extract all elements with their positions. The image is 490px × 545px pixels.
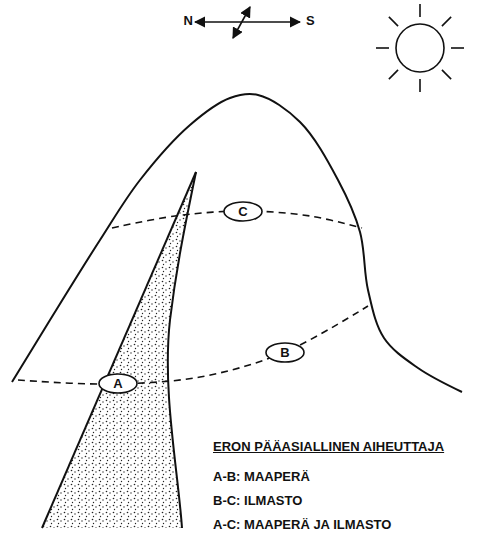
level-letter: B [280,346,289,359]
sun-ray [442,17,451,26]
oval-shape [224,202,262,221]
compass-north: N [184,14,193,28]
sun-ray [419,4,421,17]
compass-arrow [195,21,300,23]
sun-symbol [376,4,464,92]
level-oval: C [223,201,263,222]
compass-arrow [233,7,250,38]
mountain-outline [12,94,462,392]
legend-heading: ERON PÄÄASIALLINEN AIHEUTTAJA [213,440,444,454]
soil-edge [168,172,196,528]
level-oval: B [265,342,305,363]
dashed-level [18,306,368,384]
sun-ray [376,47,389,49]
level-letter: C [238,205,247,218]
legend-line: A-C: MAAPERÄ JA ILMASTO [213,518,391,532]
soil-edge [42,172,196,528]
sun-ray [419,79,421,92]
sun-ray [442,70,451,79]
compass-south: S [306,14,315,28]
oval-shape [99,374,137,393]
sun-disc [396,24,444,72]
level-letter: A [113,377,122,390]
sun-ray [451,47,464,49]
oval-shape [266,343,304,362]
level-oval: A [98,373,138,394]
legend-line: B-C: ILMASTO [213,494,302,508]
sun-ray [389,17,398,26]
legend-line: A-B: MAAPERÄ [213,470,310,484]
stippled-soil [42,172,196,528]
sun-ray [389,70,398,79]
